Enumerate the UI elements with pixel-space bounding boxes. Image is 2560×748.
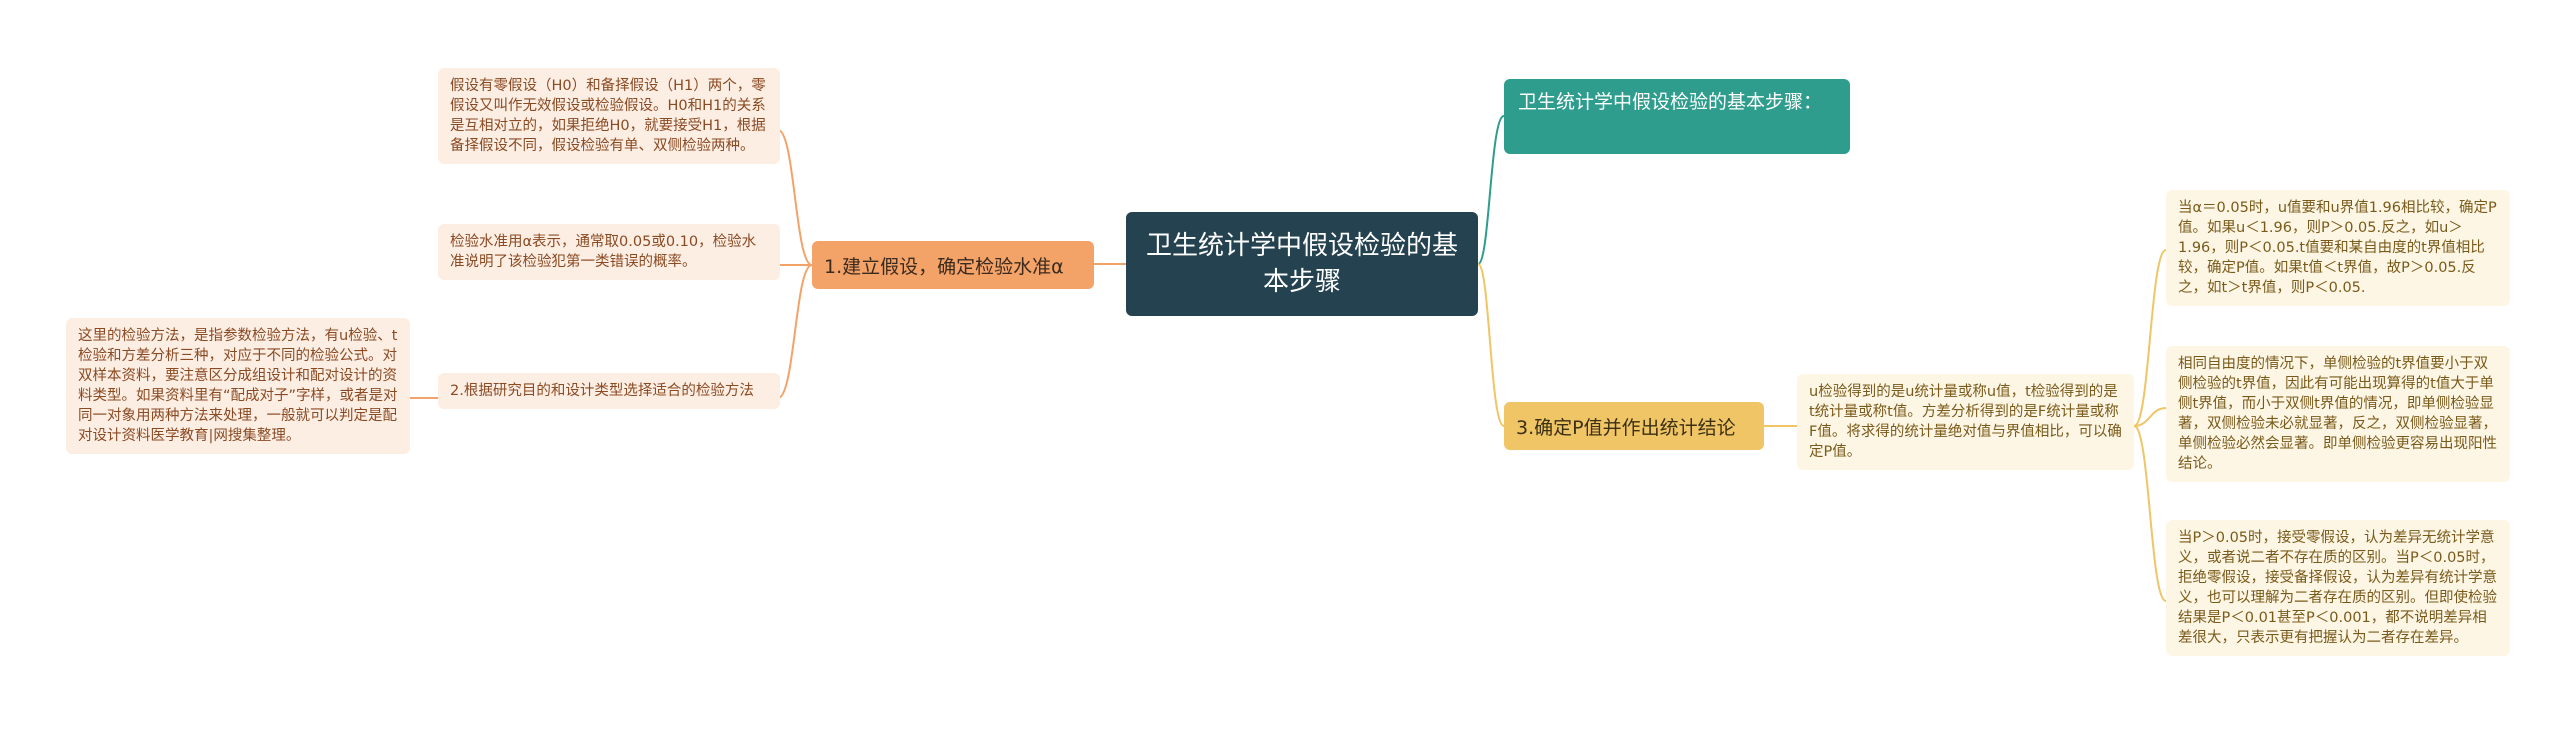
note-statistic-values[interactable]: u检验得到的是u统计量或称u值，t检验得到的是t统计量或称t值。方差分析得到的是… [1797,374,2134,470]
note-alpha-comparison[interactable]: 当α＝0.05时，u值要和u界值1.96相比较，确定P值。如果u＜1.96，则P… [2166,190,2510,306]
branch-label: 1.建立假设，确定检验水准α [824,255,1064,278]
note-text: 检验水准用α表示，通常取0.05或0.10，检验水准说明了该检验犯第一类错误的概… [450,234,757,270]
note-text: 当P＞0.05时，接受零假设，认为差异无统计学意义，或者说二者不存在质的区别。当… [2178,530,2497,646]
note-test-method-detail[interactable]: 这里的检验方法，是指参数检验方法，有u检验、t检验和方差分析三种，对应于不同的检… [66,318,410,454]
note-choose-test-method[interactable]: 2.根据研究目的和设计类型选择适合的检验方法 [438,373,780,409]
root-title: 卫生统计学中假设检验的基本步骤 [1146,231,1459,297]
note-text: 相同自由度的情况下，单侧检验的t界值要小于双侧检验的t界值，因此有可能出现算得的… [2178,356,2497,472]
branch-determine-p-value[interactable]: 3.确定P值并作出统计结论 [1504,402,1764,450]
note-significance-level[interactable]: 检验水准用α表示，通常取0.05或0.10，检验水准说明了该检验犯第一类错误的概… [438,224,780,280]
note-text: 2.根据研究目的和设计类型选择适合的检验方法 [450,383,754,399]
note-conclusion[interactable]: 当P＞0.05时，接受零假设，认为差异无统计学意义，或者说二者不存在质的区别。当… [2166,520,2510,656]
note-text: 这里的检验方法，是指参数检验方法，有u检验、t检验和方差分析三种，对应于不同的检… [78,328,398,444]
branch-label: 卫生统计学中假设检验的基本步骤： [1518,91,1823,113]
note-text: u检验得到的是u统计量或称u值，t检验得到的是t统计量或称t值。方差分析得到的是… [1809,384,2122,460]
note-text: 当α＝0.05时，u值要和u界值1.96相比较，确定P值。如果u＜1.96，则P… [2178,200,2497,296]
branch-basic-steps[interactable]: 卫生统计学中假设检验的基本步骤： [1504,79,1850,154]
note-hypothesis-types[interactable]: 假设有零假设（H0）和备择假设（H1）两个，零假设又叫作无效假设或检验假设。H0… [438,68,780,164]
branch-label: 3.确定P值并作出统计结论 [1516,416,1736,439]
root-topic[interactable]: 卫生统计学中假设检验的基本步骤 [1126,212,1478,316]
note-one-sided-test[interactable]: 相同自由度的情况下，单侧检验的t界值要小于双侧检验的t界值，因此有可能出现算得的… [2166,346,2510,482]
note-text: 假设有零假设（H0）和备择假设（H1）两个，零假设又叫作无效假设或检验假设。H0… [450,78,766,154]
branch-establish-hypothesis[interactable]: 1.建立假设，确定检验水准α [812,241,1094,289]
